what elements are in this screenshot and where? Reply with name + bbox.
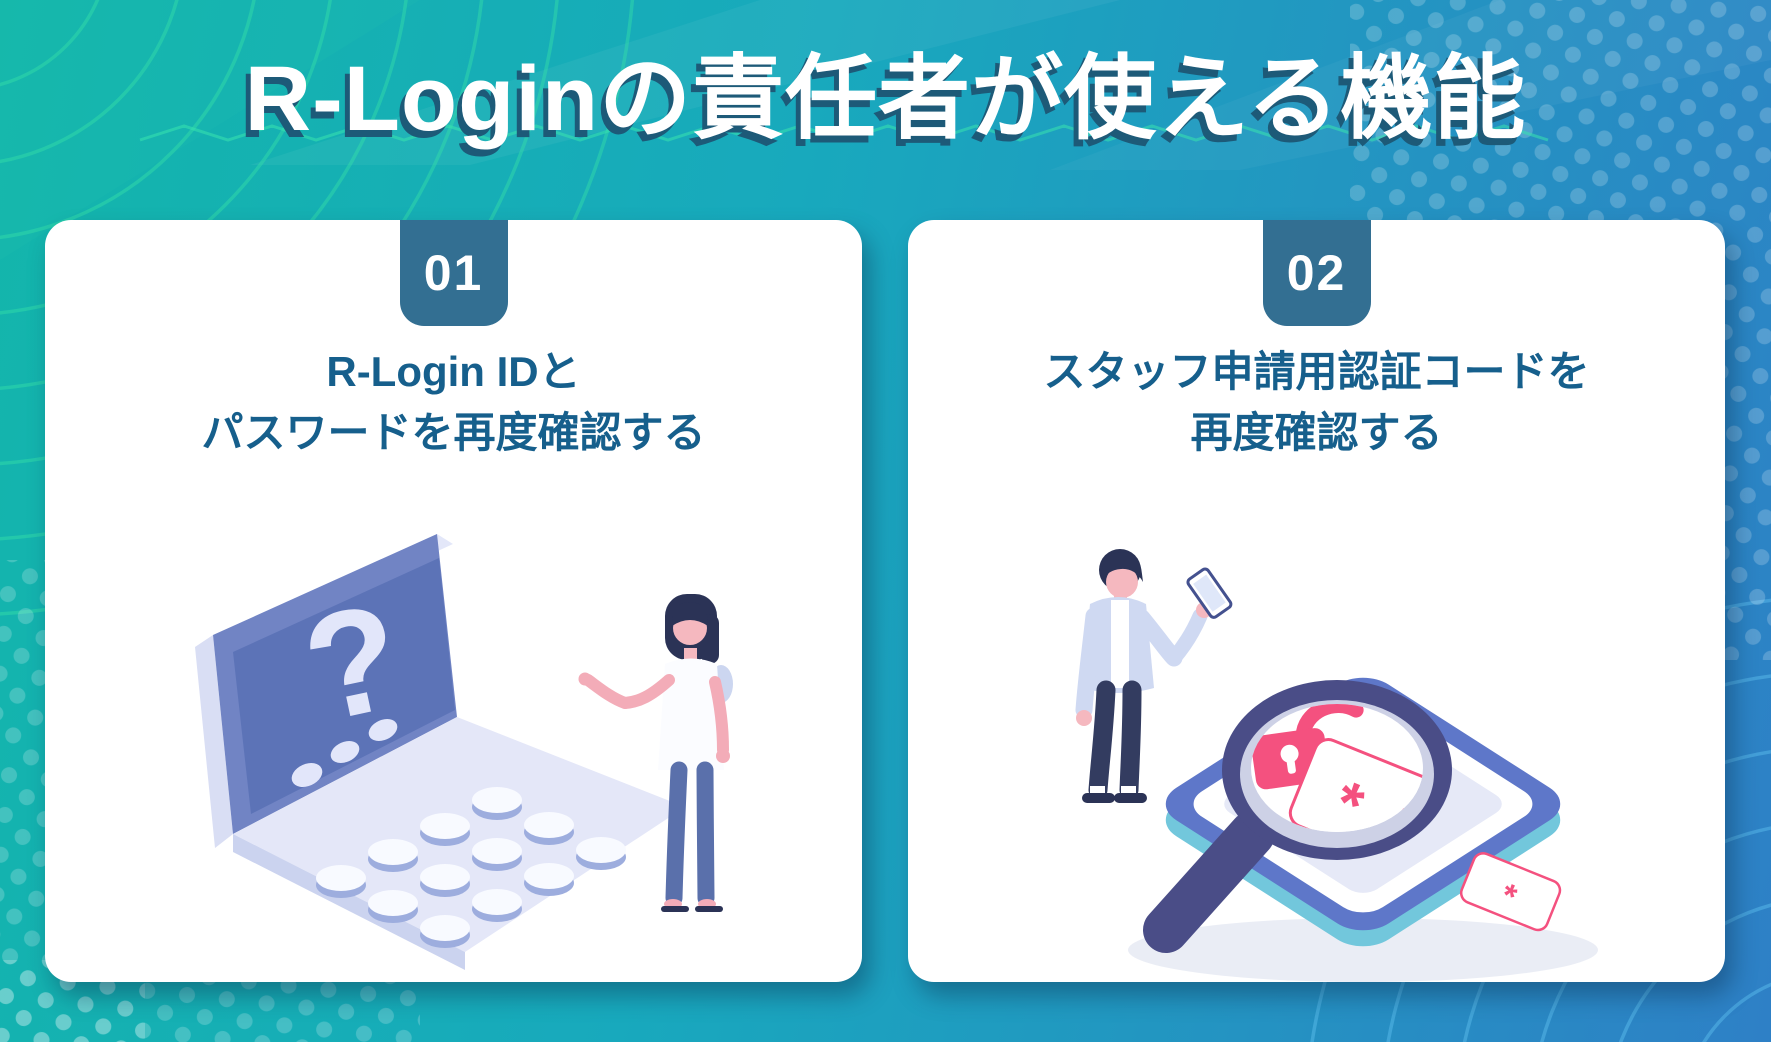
woman-hand: [716, 749, 730, 763]
card-02-illustration: *: [908, 482, 1725, 982]
woman-sandals: [661, 899, 723, 912]
pointing-finger: [578, 672, 592, 686]
card-01: 01 R-Login IDと パスワードを再度確認する: [45, 220, 862, 982]
card-01-heading: R-Login IDと パスワードを再度確認する: [63, 342, 844, 464]
laptop-deck-edge: [233, 834, 465, 970]
man-arm-left: [1075, 607, 1103, 719]
page-title: R-Loginの責任者が使える機能: [244, 48, 1527, 150]
woman-arm: [709, 676, 729, 756]
sheen-shape: [250, 0, 1120, 165]
keyboard-keys: [316, 787, 626, 948]
zigzag-line: [139, 124, 1549, 142]
card-02-number-badge: 02: [1262, 220, 1371, 326]
pointing-hand: [582, 674, 675, 709]
man-shoes: [1082, 786, 1147, 803]
card-02-number-label: 02: [1286, 245, 1347, 301]
woman-fringe: [672, 602, 708, 626]
magnifier-icon: * * *: [1143, 680, 1452, 953]
woman-jeans: [665, 761, 715, 907]
laptop-lid-edge: [195, 635, 233, 848]
tablet-shadow: [1128, 918, 1598, 982]
card-01-heading-line1: R-Login IDと: [326, 348, 581, 395]
smartphone-icon: [1186, 567, 1233, 619]
card-01-heading-line2: パスワードを再度確認する: [201, 408, 706, 456]
man-face: [1106, 566, 1138, 598]
man-pants: [1088, 680, 1142, 800]
password-field-fragment: *: [1459, 852, 1562, 932]
laptop-screen: [233, 558, 455, 814]
sheen-shape: [0, 0, 420, 260]
card-02-heading-line1: スタッフ申請用認証コードを: [1043, 348, 1590, 395]
man-arm-right-fore: [1166, 608, 1208, 666]
woman-figure: [578, 594, 733, 912]
man-hand-left: [1076, 710, 1092, 726]
card-02-heading: スタッフ申請用認証コードを 再度確認する: [926, 342, 1707, 464]
card-02: 02 スタッフ申請用認証コードを 再度確認する: [908, 220, 1725, 982]
laptop-illustration: ?: [195, 534, 685, 970]
man-fringe: [1101, 552, 1143, 582]
card-01-number-badge: 01: [399, 220, 508, 326]
man-shirt: [1111, 600, 1129, 688]
feature-cards: 01 R-Login IDと パスワードを再度確認する: [45, 220, 1725, 982]
card-02-heading-line2: 再度確認する: [1190, 408, 1443, 456]
question-mark-icon: ?: [291, 571, 415, 787]
card-01-illustration: ?: [45, 482, 862, 982]
magnifier-handle: [1143, 811, 1275, 953]
man-figure: [1075, 549, 1233, 803]
card-01-number-label: 01: [423, 245, 484, 301]
woman-shirt: [658, 658, 724, 770]
